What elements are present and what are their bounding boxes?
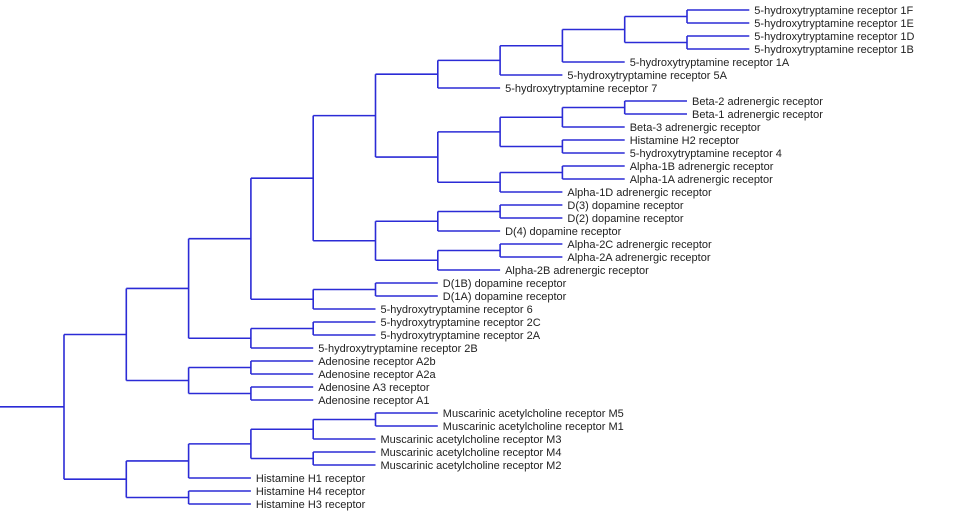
leaf-label: D(3) dopamine receptor	[567, 200, 684, 212]
leaf-label: Alpha-2A adrenergic receptor	[567, 252, 710, 264]
leaf-label: Beta-3 adrenergic receptor	[630, 122, 761, 134]
leaf-label: Alpha-2C adrenergic receptor	[567, 239, 712, 251]
leaf-label: 5-hydroxytryptamine receptor 1D	[754, 31, 914, 43]
leaf-label: Muscarinic acetylcholine receptor M3	[381, 434, 562, 446]
leaf-label: Alpha-1B adrenergic receptor	[630, 161, 774, 173]
leaf-label: 5-hydroxytryptamine receptor 1B	[754, 44, 914, 56]
leaf-label: D(4) dopamine receptor	[505, 226, 622, 238]
leaf-label: 5-hydroxytryptamine receptor 6	[381, 304, 533, 316]
leaf-label: Muscarinic acetylcholine receptor M4	[381, 447, 562, 459]
leaf-label: 5-hydroxytryptamine receptor 2C	[381, 317, 541, 329]
leaf-label: D(2) dopamine receptor	[567, 213, 684, 225]
leaf-label: Histamine H3 receptor	[256, 499, 366, 511]
leaf-label: Beta-2 adrenergic receptor	[692, 96, 823, 108]
leaf-label: Alpha-1D adrenergic receptor	[567, 187, 712, 199]
leaf-label: 5-hydroxytryptamine receptor 2B	[318, 343, 478, 355]
leaf-label: 5-hydroxytryptamine receptor 1F	[754, 5, 913, 17]
leaf-label: Histamine H1 receptor	[256, 473, 366, 485]
leaf-label: Beta-1 adrenergic receptor	[692, 109, 823, 121]
leaf-label: Adenosine receptor A2b	[318, 356, 435, 368]
leaf-label: Alpha-2B adrenergic receptor	[505, 265, 649, 277]
leaf-label: 5-hydroxytryptamine receptor 1E	[754, 18, 914, 30]
leaf-label: Adenosine A3 receptor	[318, 382, 430, 394]
leaf-label: Muscarinic acetylcholine receptor M5	[443, 408, 624, 420]
leaf-label: 5-hydroxytryptamine receptor 5A	[567, 70, 727, 82]
leaf-label: Adenosine receptor A2a	[318, 369, 436, 381]
leaf-label: Muscarinic acetylcholine receptor M2	[381, 460, 562, 472]
leaf-label: Adenosine receptor A1	[318, 395, 429, 407]
leaf-label: D(1A) dopamine receptor	[443, 291, 567, 303]
leaf-label: 5-hydroxytryptamine receptor 4	[630, 148, 782, 160]
leaf-label: Muscarinic acetylcholine receptor M1	[443, 421, 624, 433]
leaf-label: Histamine H4 receptor	[256, 486, 366, 498]
leaf-label: Histamine H2 receptor	[630, 135, 740, 147]
leaf-label: 5-hydroxytryptamine receptor 1A	[630, 57, 790, 69]
leaf-label: 5-hydroxytryptamine receptor 7	[505, 83, 657, 95]
leaf-label: 5-hydroxytryptamine receptor 2A	[381, 330, 541, 342]
leaf-label: Alpha-1A adrenergic receptor	[630, 174, 773, 186]
leaf-label: D(1B) dopamine receptor	[443, 278, 567, 290]
